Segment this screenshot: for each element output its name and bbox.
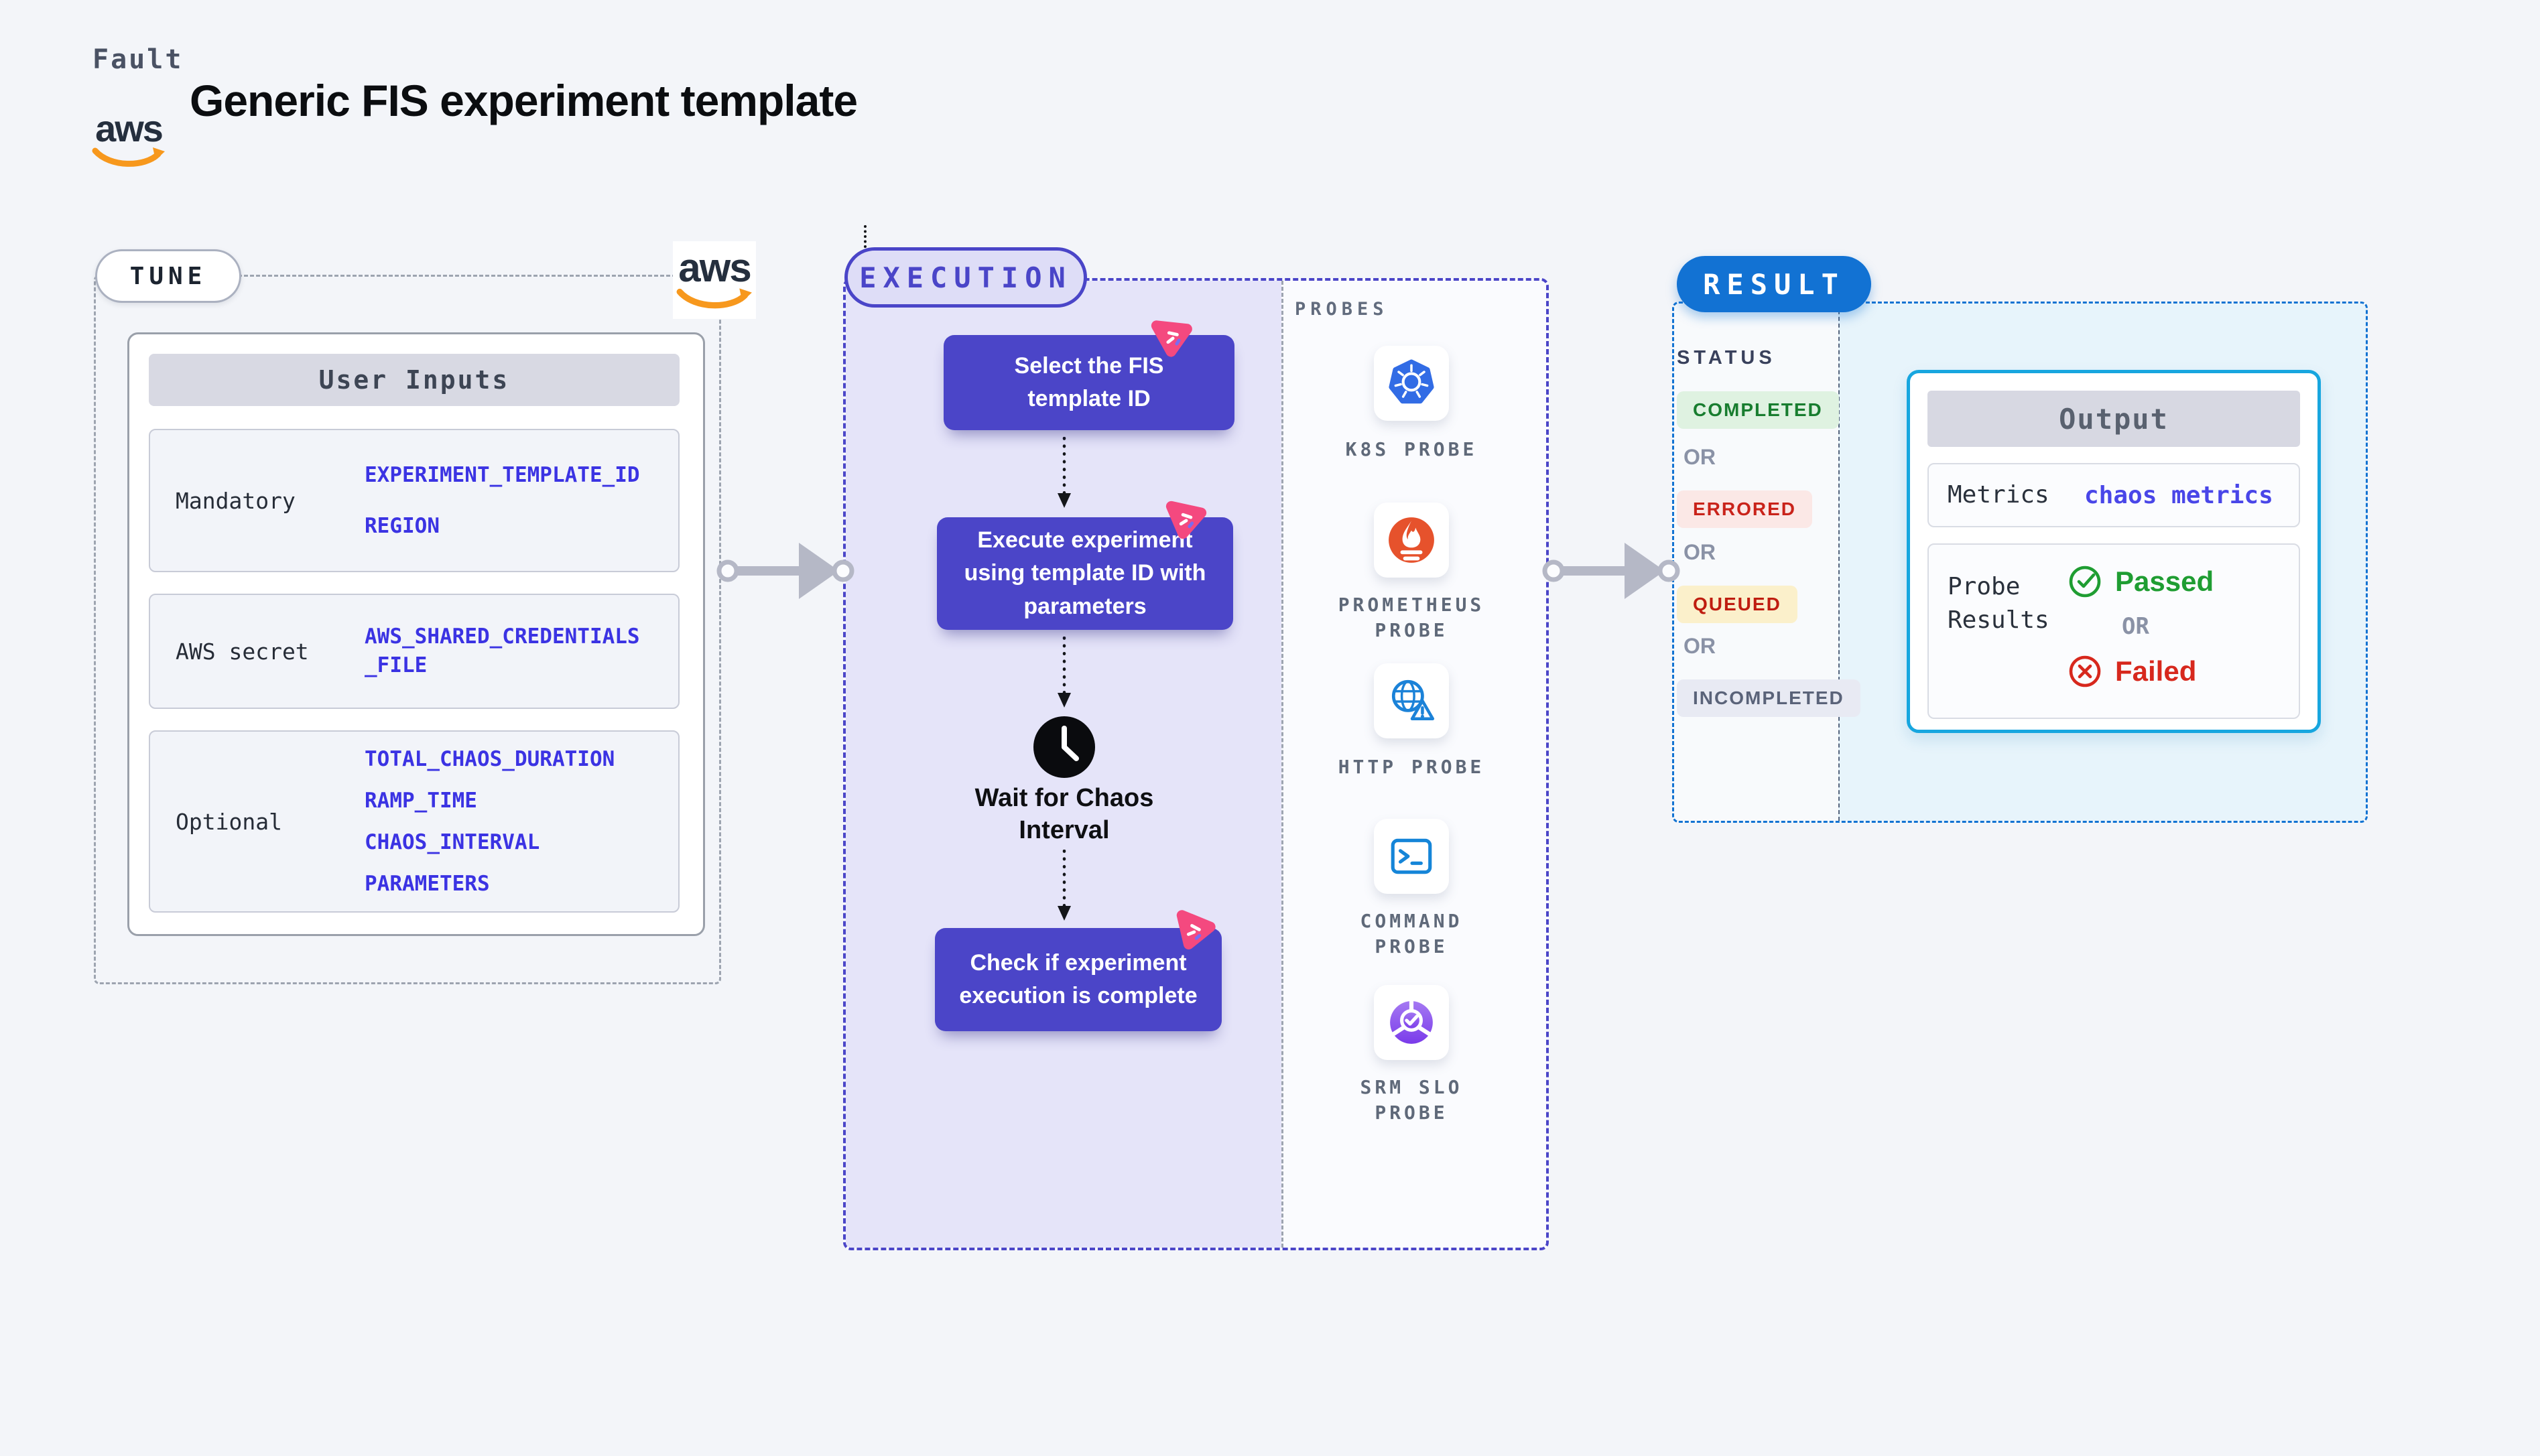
result-badge: RESULT xyxy=(1677,256,1871,312)
probe-label: SRM SLO PROBE xyxy=(1360,1076,1463,1124)
table-row-optional: Optional TOTAL_CHAOS_DURATION RAMP_TIME … xyxy=(149,730,680,913)
or-label: OR xyxy=(1684,634,1716,658)
status-title: STATUS xyxy=(1677,347,1776,369)
input-variable: _FILE xyxy=(365,653,428,677)
metrics-label: Metrics xyxy=(1948,480,2049,509)
prometheus-icon xyxy=(1389,517,1434,563)
status-badge-incompleted: INCOMPLETED xyxy=(1677,679,1860,717)
table-row-aws-secret: AWS secret AWS_SHARED_CREDENTIALS _FILE xyxy=(149,594,680,709)
aws-smile-icon xyxy=(92,147,165,167)
or-label: OR xyxy=(1684,540,1716,564)
aws-logo-icon: aws xyxy=(673,241,756,319)
arrow-right-icon xyxy=(716,543,854,599)
arrow-down-icon xyxy=(1058,850,1071,921)
row-label: Optional xyxy=(176,808,282,835)
probe-label: COMMAND PROBE xyxy=(1360,910,1463,957)
input-variable: TOTAL_CHAOS_DURATION xyxy=(365,747,615,771)
tune-badge: TUNE xyxy=(95,249,241,303)
check-circle-icon xyxy=(2069,566,2101,598)
execution-panel xyxy=(843,278,1549,1250)
probe-card-http xyxy=(1374,663,1449,738)
probe-card-k8s xyxy=(1374,346,1449,421)
chaos-icon xyxy=(1151,320,1192,357)
probe-results-label: Probe Results xyxy=(1948,573,2049,635)
x-circle-icon xyxy=(2069,655,2101,687)
probes-separator xyxy=(1281,281,1283,1248)
execution-badge: EXECUTION xyxy=(844,247,1087,308)
row-label: AWS secret xyxy=(176,638,309,665)
input-variable: AWS_SHARED_CREDENTIALS xyxy=(365,624,640,649)
flow-step-check-complete: Check if experiment execution is complet… xyxy=(935,928,1222,1031)
slo-donut-icon xyxy=(1390,1000,1433,1044)
chaos-icon xyxy=(1165,501,1207,539)
or-label: OR xyxy=(2122,613,2149,640)
failed-label: Failed xyxy=(2115,655,2197,687)
tune-panel xyxy=(94,275,721,984)
input-variable: REGION xyxy=(365,514,440,538)
output-probe-results-row: Probe Results Passed OR Failed xyxy=(1927,543,2300,719)
input-variable: PARAMETERS xyxy=(365,872,490,896)
output-metrics-row: Metrics chaos metrics xyxy=(1927,463,2300,527)
probe-label: K8S PROBE xyxy=(1345,438,1478,460)
page-title: Generic FIS experiment template xyxy=(190,76,858,125)
probe-card-prometheus xyxy=(1374,503,1449,578)
failed-result: Failed xyxy=(2068,655,2214,688)
probe-label: HTTP PROBE xyxy=(1338,756,1485,778)
http-globe-icon xyxy=(1391,679,1435,720)
chaos-icon xyxy=(1176,910,1216,950)
clock-icon xyxy=(1033,716,1095,778)
probe-card-srm-slo xyxy=(1374,985,1449,1060)
probe-card-command xyxy=(1374,819,1449,894)
connector-stub xyxy=(864,225,867,248)
brand-label: Fault xyxy=(92,44,184,75)
kubernetes-icon xyxy=(1389,359,1434,404)
aws-logo-icon: aws xyxy=(91,110,166,170)
metrics-value: chaos metrics xyxy=(2084,481,2273,509)
probe-label: PROMETHEUS PROBE xyxy=(1338,594,1485,641)
flow-step-wait: Wait for Chaos Interval xyxy=(974,784,1154,844)
aws-logo-text: aws xyxy=(95,107,164,149)
flow-step-execute-experiment: Execute experiment using template ID wit… xyxy=(937,517,1233,630)
arrow-down-icon xyxy=(1058,437,1071,508)
terminal-icon xyxy=(1391,838,1432,874)
user-inputs-header: User Inputs xyxy=(149,354,680,406)
row-label: Mandatory xyxy=(176,487,296,514)
table-row-mandatory: Mandatory EXPERIMENT_TEMPLATE_ID REGION xyxy=(149,429,680,572)
input-variable: EXPERIMENT_TEMPLATE_ID xyxy=(365,463,640,487)
or-label: OR xyxy=(1684,445,1716,469)
status-badge-errored: ERRORED xyxy=(1677,490,1813,528)
aws-logo-text: aws xyxy=(678,245,751,290)
flow-step-select-template: Select the FIS template ID xyxy=(944,335,1234,430)
input-variable: CHAOS_INTERVAL xyxy=(365,830,540,854)
input-variable: RAMP_TIME xyxy=(365,789,477,813)
probes-title: PROBES xyxy=(1295,299,1389,320)
passed-result: Passed xyxy=(2068,565,2214,598)
arrow-right-icon xyxy=(1542,543,1680,599)
status-badge-completed: COMPLETED xyxy=(1677,391,1839,429)
status-badge-queued: QUEUED xyxy=(1677,586,1797,623)
output-card: Output Metrics chaos metrics Probe Resul… xyxy=(1907,370,2321,733)
aws-smile-icon xyxy=(676,288,752,309)
output-header: Output xyxy=(1927,391,2300,447)
passed-label: Passed xyxy=(2115,566,2214,597)
result-separator xyxy=(1838,304,1840,821)
arrow-down-icon xyxy=(1058,637,1071,708)
